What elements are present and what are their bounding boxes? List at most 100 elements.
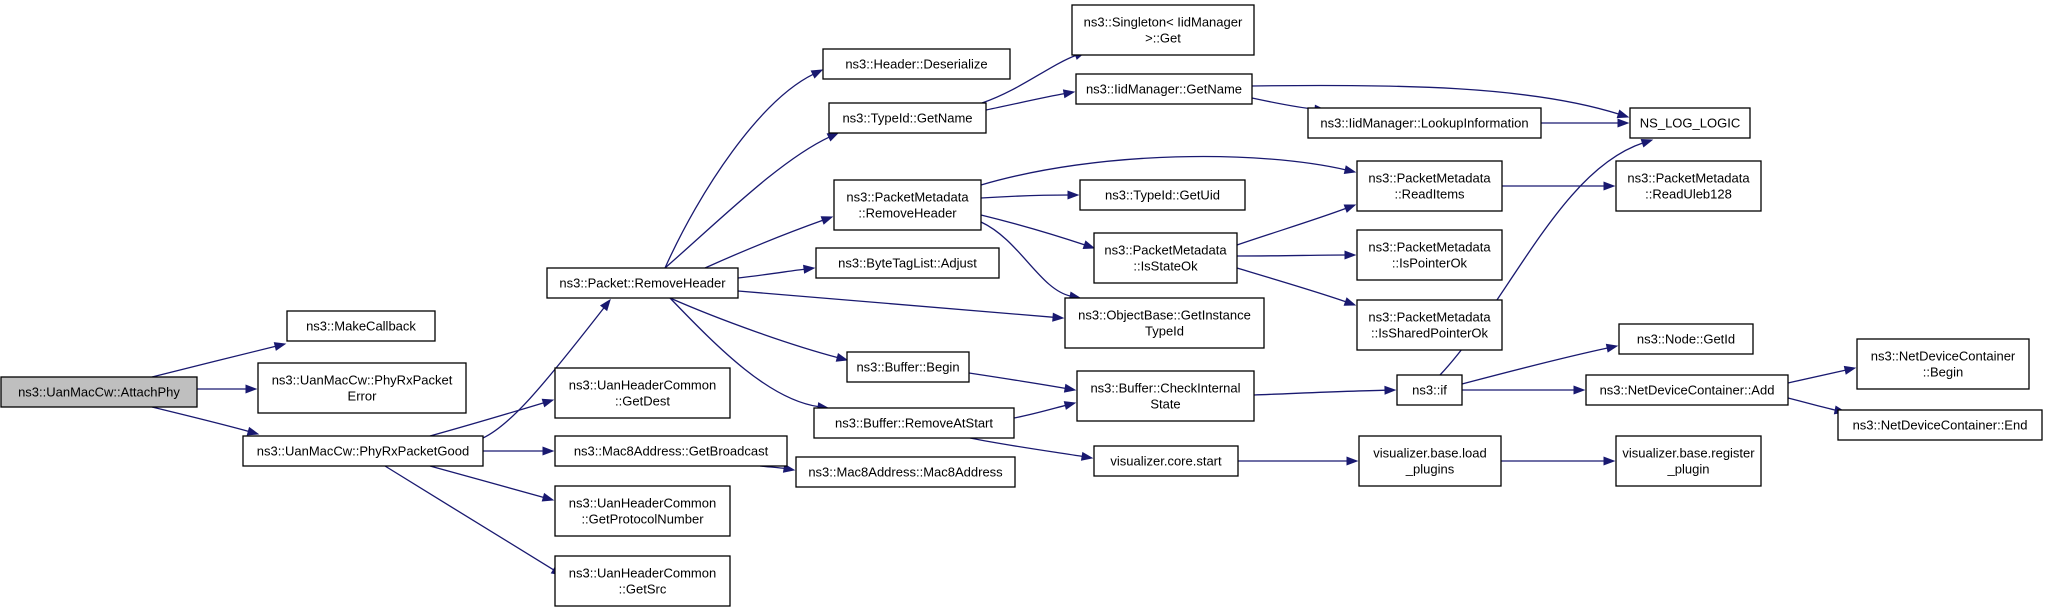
node-label: ns3::TypeId::GetName xyxy=(842,111,972,126)
node-pm-removeheader[interactable]: ns3::PacketMetadata::RemoveHeader xyxy=(833,179,982,231)
edge-buffer_checkinternalstate-to-ns3_if xyxy=(1253,385,1397,396)
edge-ndc_add-to-ndc_begin xyxy=(1787,365,1857,384)
edge-pm_removeheader-to-pm_isstateok xyxy=(980,214,1096,249)
node-box xyxy=(1093,232,1238,284)
node-ndc-add[interactable]: ns3::NetDeviceContainer::Add xyxy=(1585,374,1789,406)
node-ndc-end[interactable]: ns3::NetDeviceContainer::End xyxy=(1837,409,2043,441)
edge-phyrxpacketgood-to-getprotocolnumber xyxy=(429,465,555,502)
edge-packet_removeheader-to-bytetaglist_adjust xyxy=(737,264,816,279)
node-box xyxy=(1307,107,1542,139)
node-getdest[interactable]: ns3::UanHeaderCommon::GetDest xyxy=(554,367,731,419)
node-label: >::Get xyxy=(1145,31,1181,46)
node-getsrc[interactable]: ns3::UanHeaderCommon::GetSrc xyxy=(554,555,731,607)
node-label: ns3::PacketMetadata xyxy=(1104,243,1227,258)
node-attachphy[interactable]: ns3::UanMacCw::AttachPhy xyxy=(0,376,198,408)
edge-packet_removeheader-to-buffer_begin xyxy=(669,297,849,362)
edge-phyrxpacketgood-to-packet_removeheader xyxy=(482,298,611,439)
call-nodes: ns3::UanMacCw::AttachPhy ns3::MakeCallbac… xyxy=(0,4,2043,607)
edge-pm_removeheader-to-pm_readitems xyxy=(980,155,1357,186)
node-box xyxy=(795,456,1016,488)
node-ns-log-logic[interactable]: NS_LOG_LOGIC xyxy=(1629,107,1751,139)
node-box xyxy=(554,485,731,537)
node-buffer-removeatstart[interactable]: ns3::Buffer::RemoveAtStart xyxy=(813,407,1015,439)
node-label: ns3::Node::GetId xyxy=(1637,332,1735,347)
node-box xyxy=(1615,435,1762,487)
node-label: ns3::UanMacCw::PhyRxPacketGood xyxy=(257,444,469,459)
edge-buffer_removeatstart-to-buffer_checkinternalstate xyxy=(1013,401,1077,419)
node-visualizer-core-start[interactable]: visualizer.core.start xyxy=(1093,445,1239,477)
node-getbroadcast[interactable]: ns3::Mac8Address::GetBroadcast xyxy=(554,435,788,467)
node-register-plugin[interactable]: visualizer.base.register_plugin xyxy=(1615,435,1762,487)
edge-pm_isstateok-to-pm_issharedpointerok xyxy=(1236,267,1357,306)
edge-ndc_add-to-ndc_end xyxy=(1787,397,1847,415)
node-box xyxy=(1356,229,1503,281)
node-phyrxpacketgood[interactable]: ns3::UanMacCw::PhyRxPacketGood xyxy=(242,435,484,467)
node-iidmanager-getname[interactable]: ns3::IidManager::GetName xyxy=(1075,73,1253,105)
node-label: ns3::UanHeaderCommon xyxy=(569,566,716,581)
node-box xyxy=(1396,374,1463,406)
node-label: ns3::Buffer::CheckInternal xyxy=(1090,381,1240,396)
node-label: ns3::PacketMetadata xyxy=(1627,171,1750,186)
node-header-deserialize[interactable]: ns3::Header::Deserialize xyxy=(822,48,1011,80)
edge-load_plugins-to-register_plugin xyxy=(1501,456,1616,466)
node-box xyxy=(1358,435,1502,487)
node-label: State xyxy=(1150,397,1180,412)
node-label: ns3::Buffer::Begin xyxy=(856,360,959,375)
node-box xyxy=(546,267,739,299)
node-label: _plugin xyxy=(1667,462,1710,477)
node-label: ::RemoveHeader xyxy=(858,206,957,221)
edge-packet_removeheader-to-header_deserialize xyxy=(664,69,824,269)
edge-typeid_getname-to-iidmanager_getname xyxy=(985,89,1076,111)
node-typeid-getuid[interactable]: ns3::TypeId::GetUid xyxy=(1079,179,1246,211)
edge-visualizer_core_start-to-load_plugins xyxy=(1238,456,1359,466)
node-pm-ispointerok[interactable]: ns3::PacketMetadata::IsPointerOk xyxy=(1356,229,1503,281)
node-label: ns3::PacketMetadata xyxy=(1368,171,1491,186)
node-label: ::GetProtocolNumber xyxy=(581,512,704,527)
node-label: NS_LOG_LOGIC xyxy=(1640,116,1740,131)
edge-attachphy-to-phyrxpacketerror xyxy=(197,384,258,394)
edge-pm_removeheader-to-typeid_getuid xyxy=(980,190,1080,200)
node-box xyxy=(1071,4,1255,56)
node-ndc-begin[interactable]: ns3::NetDeviceContainer::Begin xyxy=(1856,338,2030,390)
node-box xyxy=(1093,445,1239,477)
node-iidmanager-lookupinformation[interactable]: ns3::IidManager::LookupInformation xyxy=(1307,107,1542,139)
edge-phyrxpacketgood-to-getsrc xyxy=(384,465,564,576)
node-label: ::IsStateOk xyxy=(1133,259,1198,274)
node-pm-isstateok[interactable]: ns3::PacketMetadata::IsStateOk xyxy=(1093,232,1238,284)
node-box xyxy=(1837,409,2043,441)
node-pm-readitems[interactable]: ns3::PacketMetadata::ReadItems xyxy=(1356,160,1503,212)
node-load-plugins[interactable]: visualizer.base.load_plugins xyxy=(1358,435,1502,487)
edge-ns3_if-to-node_getid xyxy=(1461,343,1619,385)
node-pm-issharedpointerok[interactable]: ns3::PacketMetadata::IsSharedPointerOk xyxy=(1356,299,1503,351)
edge-iidmanager_getname-to-ns_log_logic xyxy=(1251,84,1630,119)
node-label: ns3::Buffer::RemoveAtStart xyxy=(835,416,993,431)
node-box xyxy=(813,407,1015,439)
node-label: ns3::Packet::RemoveHeader xyxy=(559,276,726,291)
node-makecallback[interactable]: ns3::MakeCallback xyxy=(286,310,436,342)
node-buffer-begin[interactable]: ns3::Buffer::Begin xyxy=(846,351,970,383)
node-box xyxy=(1356,160,1503,212)
node-pm-readuleb128[interactable]: ns3::PacketMetadata::ReadUleb128 xyxy=(1615,160,1762,212)
node-box xyxy=(242,435,484,467)
edge-pm_isstateok-to-pm_readitems xyxy=(1236,204,1357,246)
node-label: visualizer.base.load xyxy=(1373,446,1486,461)
node-label: ns3::Mac8Address::GetBroadcast xyxy=(574,444,769,459)
node-packet-removeheader[interactable]: ns3::Packet::RemoveHeader xyxy=(546,267,739,299)
node-ns3-if[interactable]: ns3::if xyxy=(1396,374,1463,406)
node-box xyxy=(1356,299,1503,351)
node-label: ns3::MakeCallback xyxy=(306,319,416,334)
edge-attachphy-to-phyrxpacketgood xyxy=(151,406,260,436)
edge-attachphy-to-makecallback xyxy=(151,342,287,378)
node-bytetaglist-adjust[interactable]: ns3::ByteTagList::Adjust xyxy=(815,247,1000,279)
node-box xyxy=(833,179,982,231)
node-box xyxy=(1064,297,1265,349)
node-getprotocolnumber[interactable]: ns3::UanHeaderCommon::GetProtocolNumber xyxy=(554,485,731,537)
node-singleton-get[interactable]: ns3::Singleton< IidManager>::Get xyxy=(1071,4,1255,56)
node-mac8address[interactable]: ns3::Mac8Address::Mac8Address xyxy=(795,456,1016,488)
node-node-getid[interactable]: ns3::Node::GetId xyxy=(1618,323,1754,355)
node-typeid-getname[interactable]: ns3::TypeId::GetName xyxy=(828,102,987,134)
node-label: ::Begin xyxy=(1923,365,1963,380)
